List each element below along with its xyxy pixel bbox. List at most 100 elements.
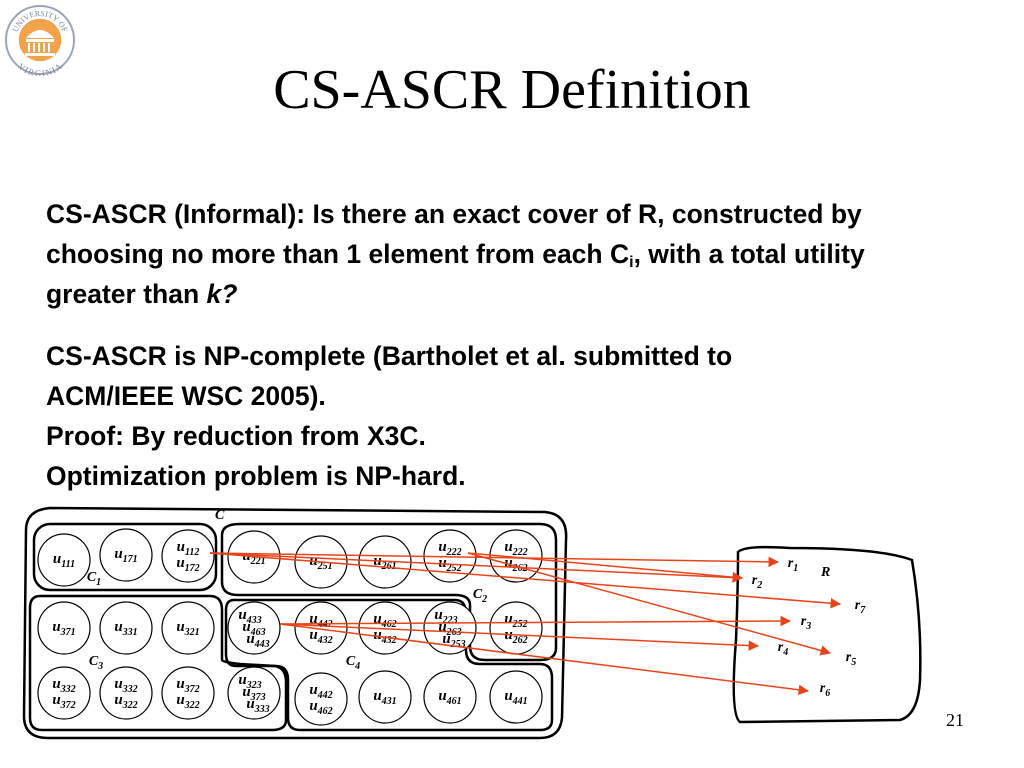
node-label: u262 xyxy=(504,555,527,574)
utility-node: u171 xyxy=(99,528,153,582)
node-circle xyxy=(37,601,91,655)
node-label: u111 xyxy=(53,551,75,570)
node-label: u462 xyxy=(309,698,332,717)
mapping-arrow xyxy=(467,552,832,656)
mapping-arrow xyxy=(209,552,744,583)
mapping-arrow xyxy=(467,552,744,583)
node-circle xyxy=(294,601,348,655)
mapping-arrow xyxy=(279,615,792,627)
node-circle xyxy=(99,528,153,582)
outer-set-label: C xyxy=(215,508,225,523)
mapping-arrow xyxy=(279,623,760,651)
node-circle xyxy=(161,666,215,720)
node-label: u463 xyxy=(242,619,265,638)
node-circle xyxy=(423,601,477,655)
outer-set-c xyxy=(22,506,568,740)
node-label: u172 xyxy=(176,555,199,574)
node-circle xyxy=(227,601,281,655)
node-circle xyxy=(358,670,412,724)
node-circle xyxy=(227,666,281,720)
complexity-line-3: Proof: By reduction from X3C. xyxy=(46,421,426,451)
group-label: C2 xyxy=(473,587,487,605)
utility-node: u431 xyxy=(358,670,412,724)
complexity-statement: CS-ASCR is NP-complete (Bartholet et al.… xyxy=(46,336,966,496)
node-label: u222 xyxy=(504,539,527,558)
node-circle xyxy=(161,529,215,583)
node-label: u442 xyxy=(309,611,332,630)
node-circle xyxy=(423,670,477,724)
node-circle xyxy=(37,533,91,587)
mapping-arrow xyxy=(279,623,810,696)
node-label: u462 xyxy=(373,611,396,630)
set-r-label: R xyxy=(820,565,830,580)
group-c3 xyxy=(28,594,288,732)
node-circle xyxy=(99,666,153,720)
r-element-label: r7 xyxy=(855,598,866,616)
group-label: C3 xyxy=(89,654,103,672)
page-number: 21 xyxy=(946,710,964,730)
group-label: C1 xyxy=(87,570,101,588)
node-label: u432 xyxy=(373,627,396,646)
informal-definition: CS-ASCR (Informal): Is there an exact co… xyxy=(46,194,946,314)
node-circle xyxy=(489,670,543,724)
node-label: u252 xyxy=(438,555,461,574)
mapping-arrow xyxy=(209,552,842,609)
university-seal-logo: UNIVERSITY OF VIRGINIA xyxy=(5,5,75,76)
node-label: u252 xyxy=(504,611,527,630)
node-label: u432 xyxy=(309,627,332,646)
node-circle xyxy=(99,601,153,655)
node-label: u332 xyxy=(52,676,75,695)
node-circle xyxy=(489,529,543,583)
group-c4 xyxy=(224,598,554,732)
node-label: u223 xyxy=(434,607,457,626)
set-r xyxy=(732,545,922,724)
r-element-label: r5 xyxy=(846,650,856,668)
group-c1 xyxy=(32,522,218,592)
r-element-label: r1 xyxy=(788,556,798,574)
node-label: u331 xyxy=(114,619,137,638)
node-label: u333 xyxy=(246,696,269,715)
node-label: u332 xyxy=(114,676,137,695)
node-label: u112 xyxy=(177,539,200,558)
node-label: u441 xyxy=(504,688,527,707)
rotunda-icon xyxy=(25,30,55,56)
group-label: C4 xyxy=(346,654,360,672)
node-label: u461 xyxy=(438,688,461,707)
definition-k: k? xyxy=(206,279,238,309)
r-element-label: r3 xyxy=(801,614,811,632)
node-label: u433 xyxy=(238,607,261,626)
definition-subscript: i xyxy=(629,254,634,271)
definition-text-cont: , with a total utility greater than xyxy=(46,239,865,309)
complexity-line-2: ACM/IEEE WSC 2005). xyxy=(46,381,326,411)
node-label: u323 xyxy=(238,672,261,691)
r-element-label: r6 xyxy=(820,681,830,699)
node-label: u442 xyxy=(309,682,332,701)
definition-text: CS-ASCR (Informal): Is there an exact co… xyxy=(46,199,862,269)
node-label: u322 xyxy=(176,692,199,711)
utility-node: u331 xyxy=(99,601,153,655)
r-element-label: r2 xyxy=(752,573,762,591)
utility-node: u461 xyxy=(423,670,477,724)
node-label: u373 xyxy=(242,684,265,703)
node-label: u222 xyxy=(438,539,461,558)
slide-title: CS-ASCR Definition xyxy=(273,59,751,121)
node-label: u171 xyxy=(114,546,137,565)
complexity-line-1: CS-ASCR is NP-complete (Bartholet et al.… xyxy=(46,341,733,371)
node-label: u443 xyxy=(246,631,269,650)
utility-node: u321 xyxy=(161,601,215,655)
node-label: u372 xyxy=(52,692,75,711)
utility-node: u111 xyxy=(37,533,91,587)
node-label: u253 xyxy=(442,631,465,650)
utility-node: u441 xyxy=(489,670,543,724)
